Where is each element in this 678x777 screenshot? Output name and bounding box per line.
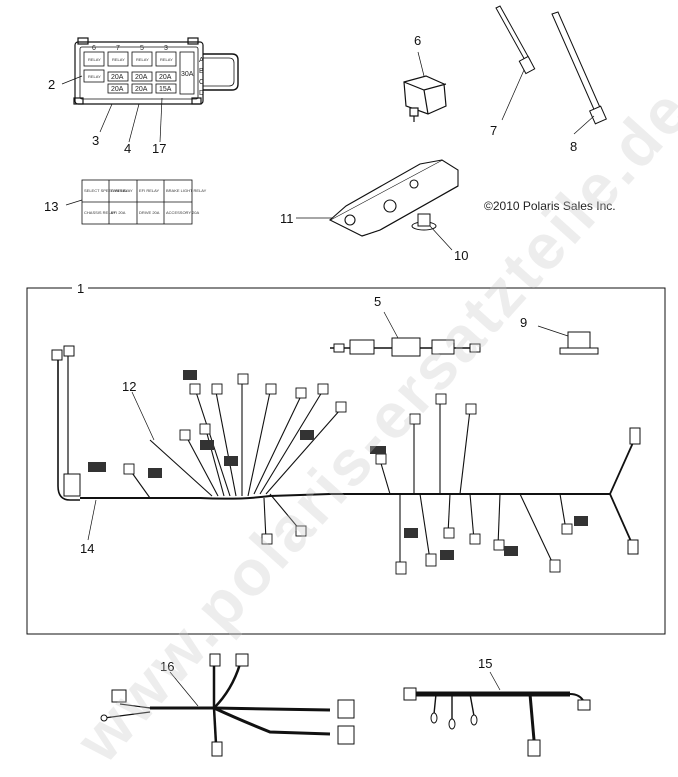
decal-cell: DRIVE 20A [139,210,160,215]
decal-cell: ACCESSORY 20A [166,210,200,215]
main-harness-wires [51,345,641,568]
decal-cell: EFI RELAY [139,188,159,193]
callout-5: 5 [374,294,382,309]
fuse-side-label: A [199,57,204,64]
decal-cell: FAN RELAY [111,188,133,193]
fuse-rating: 20A [159,74,172,81]
callout-7: 7 [490,123,498,138]
callout-12: 12 [122,379,137,394]
decal-cell: BRAKE LIGHT RELAY [166,188,207,193]
harness-leaders [87,391,155,541]
fuse-rating: 30A [181,71,194,78]
decal-cell: CHASSIS RELAY [84,210,116,215]
callout-16: 16 [160,659,175,674]
relay-label: RELAY [136,57,149,62]
relay-label: RELAY [160,57,173,62]
relay-label: RELAY [88,74,101,79]
fuse-rating: 15A [159,86,172,93]
relay-label: RELAY [88,57,101,62]
callout-6: 6 [414,33,422,48]
callout-14: 14 [80,541,95,556]
cable-tie-7 [495,5,536,121]
harness-tags [88,370,588,560]
decal-label [65,179,193,225]
decal-cell: SELECT SPEED RELAY [84,188,128,193]
cable-tie-8 [551,11,607,135]
relay-label: RELAY [112,57,125,62]
fuse-side-label: B [199,68,204,75]
fuse-side-label: D [199,90,204,97]
fuse-top-label: 6 [92,45,96,52]
rivet-10 [411,213,453,251]
fuse-rating: 20A [135,74,148,81]
callout-4: 4 [124,141,132,156]
connector-5 [330,311,481,357]
callout-11: 11 [280,211,294,226]
decal-text: SELECT SPEED RELAY FAN RELAY EFI RELAY B… [84,188,207,215]
fuse-leaders [61,75,163,143]
fuse-rating: 20A [111,86,124,93]
fuse-rating: 20A [135,86,148,93]
fuse-side-label: C [199,79,204,86]
fuse-top-label: 3 [164,45,168,52]
fuse-box-labels: 6 7 5 3 A B C D RELAY RELAY RELAY RELAY … [88,45,204,97]
harness-15 [403,671,591,757]
connector-6 [403,51,447,122]
callout-17: 17 [152,141,167,156]
main-harness-frame [26,286,666,635]
callout-2: 2 [48,77,56,92]
fuse-top-label: 7 [116,45,120,52]
harness-connectors [123,373,573,575]
callout-8: 8 [570,139,578,154]
bracket-11 [296,159,459,237]
copyright-notice: ©2010 Polaris Sales Inc. [484,199,616,213]
callout-15: 15 [478,656,493,671]
callout-13: 13 [44,199,59,214]
callout-10: 10 [454,248,469,263]
relay-9 [537,325,599,355]
callout-9: 9 [520,315,528,330]
fuse-rating: 20A [111,74,124,81]
callout-1: 1 [77,281,85,296]
callout-3: 3 [92,133,100,148]
decal-cell: EFI 20A [111,210,126,215]
fuse-top-label: 5 [140,45,144,52]
harness-16 [100,653,355,757]
fuse-box [73,37,239,105]
